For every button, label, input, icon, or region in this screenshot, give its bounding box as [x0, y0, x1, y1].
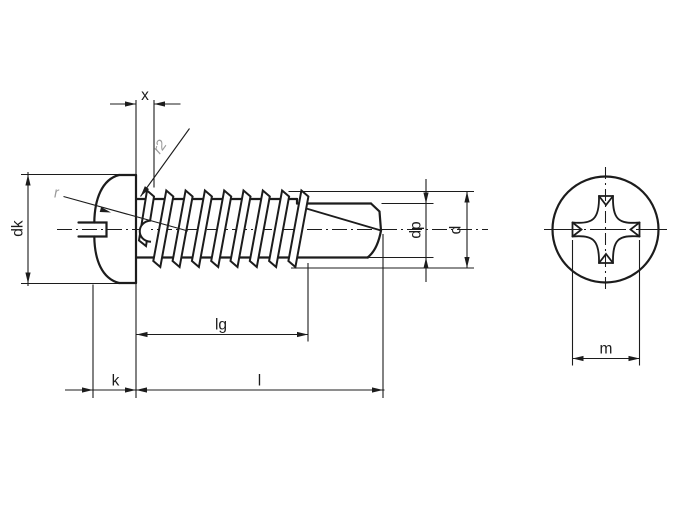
label-r2: r2: [150, 137, 171, 157]
label-dp: dp: [408, 221, 425, 238]
thread-profile: [137, 188, 310, 269]
dim-lg: lg: [136, 263, 309, 342]
radius-leader-r: r: [54, 186, 189, 232]
thread-runout-curve: [138, 219, 152, 243]
recess-notch: [77, 221, 108, 238]
dim-x: x: [110, 87, 181, 188]
side-view: x dk r r2 dp: [10, 87, 488, 398]
label-k: k: [112, 373, 120, 390]
label-lg: lg: [215, 317, 227, 334]
dim-l: l: [136, 234, 384, 398]
drill-point: [295, 197, 383, 259]
dim-k: k: [65, 283, 385, 398]
screw-head-outline: [77, 173, 138, 285]
label-l: l: [258, 373, 261, 390]
dim-dk: dk: [10, 172, 119, 286]
label-m: m: [600, 341, 613, 358]
front-view: m: [544, 167, 667, 366]
radius-leader-r2: r2: [140, 128, 190, 197]
dim-m: m: [571, 240, 641, 366]
label-r: r: [54, 186, 60, 202]
dim-dp: dp: [369, 179, 434, 282]
label-d: d: [448, 226, 465, 235]
label-dk: dk: [10, 220, 27, 237]
label-x: x: [141, 87, 149, 104]
